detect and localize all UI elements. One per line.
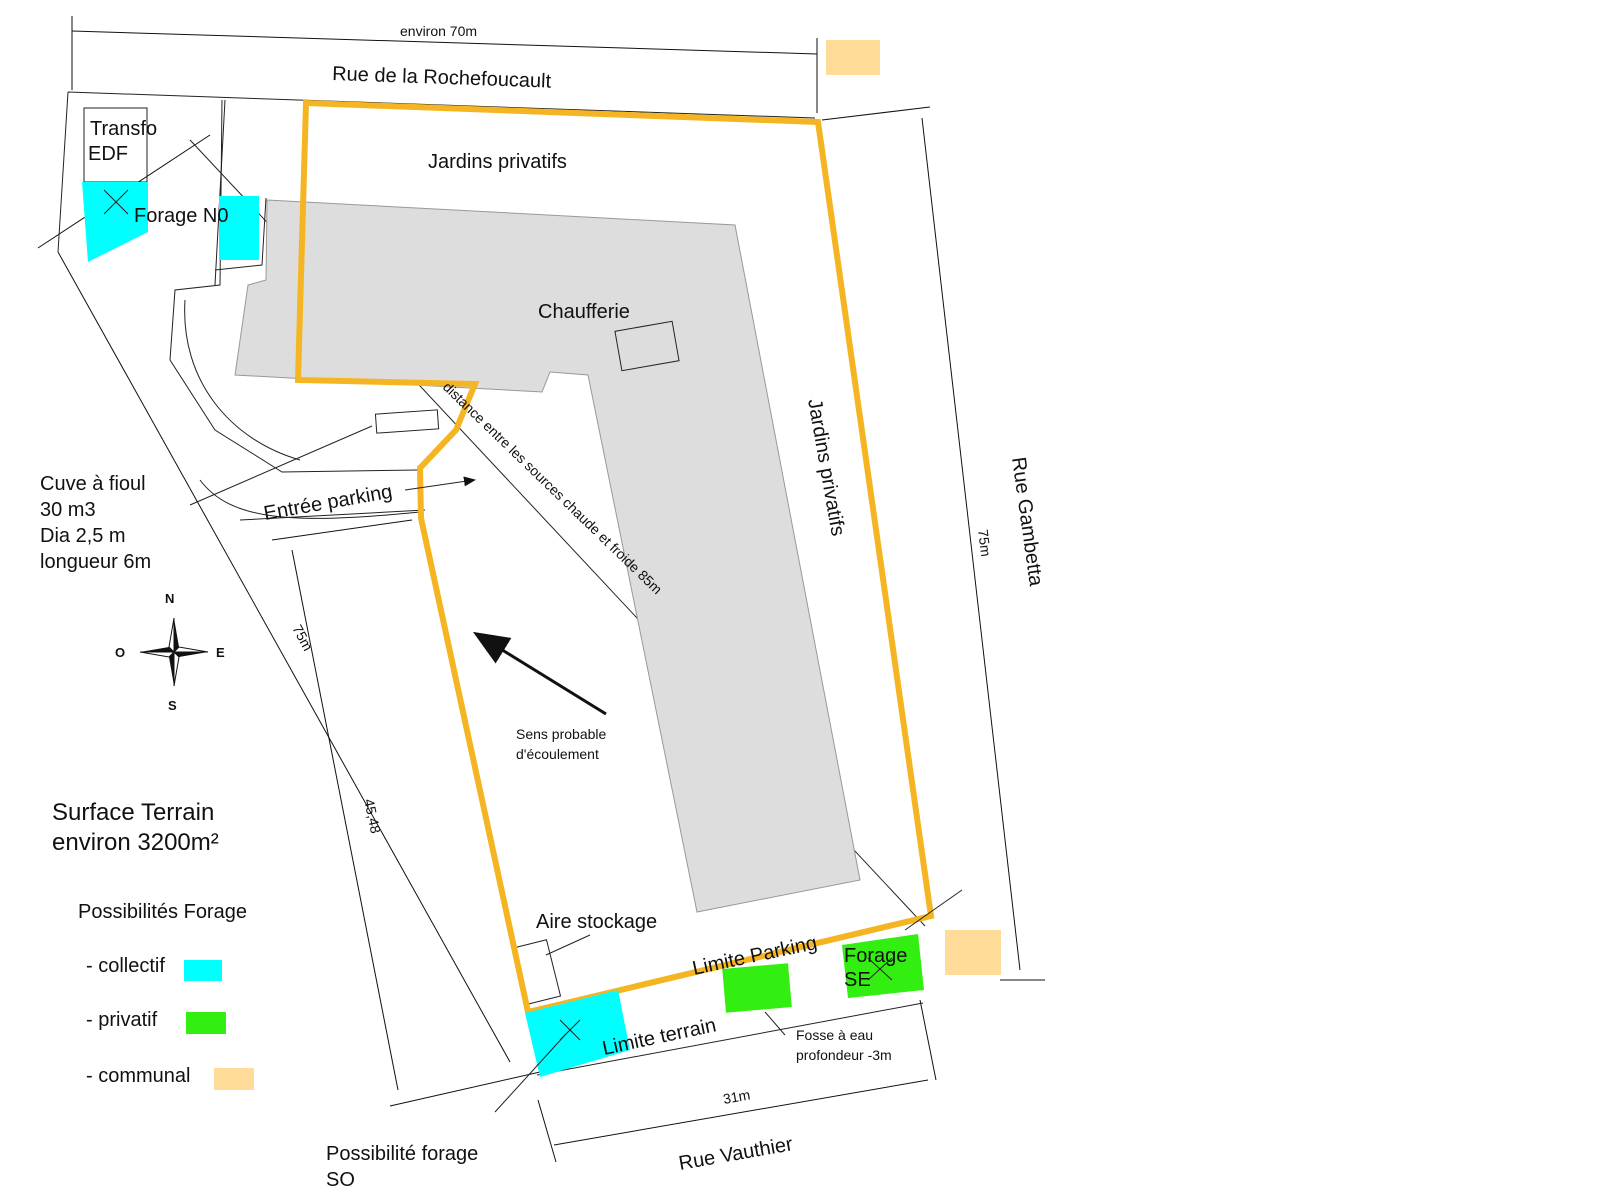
fuel-tank: [374, 409, 440, 434]
fosse-zone: [722, 963, 792, 1013]
building: [234, 199, 861, 913]
forage-se-leader: [904, 889, 963, 931]
forage-so-label-2: SO: [326, 1169, 355, 1191]
fosse-label-1: Fosse à eau: [796, 1027, 873, 1043]
cuve-label-3: Dia 2,5 m: [40, 525, 126, 547]
street-north: Rue de la Rochefoucault: [332, 63, 552, 93]
legend-swatch-collectif: [184, 960, 222, 981]
entrance-arrow: [404, 476, 476, 491]
parking-curves: [184, 299, 421, 519]
dimension-left-4548: 45,48: [271, 519, 541, 1107]
compass-rose-icon: [139, 617, 209, 687]
legend-swatch-communal: [214, 1068, 254, 1090]
dim-right-label: 75m: [975, 528, 994, 557]
storage-leader: [545, 934, 591, 956]
fuel-tank-leader: [189, 425, 373, 506]
transfo-label-2: EDF: [88, 143, 128, 165]
neighbor-notch: [214, 197, 267, 271]
communal-zone-east: [945, 930, 1001, 975]
chaufferie-label: Chaufferie: [538, 301, 630, 323]
flow-arrow: [472, 631, 607, 716]
forage-no-label: Forage N0: [134, 205, 229, 227]
legend-label-collectif: - collectif: [86, 955, 165, 977]
forage-se-mark-b: [867, 957, 893, 981]
surface-label-1: Surface Terrain: [52, 799, 214, 826]
dim-left-75-label: 75m: [289, 622, 316, 654]
forage-no-mark-b: [103, 189, 129, 215]
forage-so-zone: [525, 990, 630, 1077]
compass-n: N: [165, 591, 174, 606]
dimension-bottom: 31m: [537, 999, 937, 1163]
compass-o: O: [115, 645, 125, 660]
dim-bottom-label: 31m: [722, 1086, 752, 1106]
cuve-label-4: longueur 6m: [40, 551, 151, 573]
property-boundary: [294, 99, 935, 1016]
sens-label-1: Sens probable: [516, 726, 607, 742]
forage-no-zone: [82, 182, 148, 262]
aire-stockage-label: Aire stockage: [536, 911, 657, 933]
transfo-label-1: Transfo: [90, 118, 157, 140]
dimension-top: environ 70m: [71, 16, 818, 113]
forage-se-label-1: Forage: [844, 945, 907, 967]
cuve-label-1: Cuve à fioul: [40, 473, 146, 495]
street-south: Rue Vauthier: [677, 1133, 795, 1175]
legend-title: Possibilités Forage: [78, 901, 247, 923]
compass-s: S: [168, 698, 177, 713]
compass-e: E: [216, 645, 225, 660]
legend-swatch-privatif: [186, 1012, 226, 1034]
jardins-top-label: Jardins privatifs: [428, 151, 567, 173]
fosse-leader: [764, 1011, 786, 1036]
neighbor-outline: [57, 91, 816, 473]
legend-label-communal: - communal: [86, 1065, 190, 1087]
forage-se-label-2: SE: [844, 969, 871, 991]
chaufferie-box: [614, 320, 680, 372]
jardins-right-label: Jardins privatifs: [803, 397, 849, 538]
cuve-label-2: 30 m3: [40, 499, 96, 521]
communal-zone-north: [826, 40, 880, 75]
dimension-right: 75m: [821, 106, 1045, 981]
neighbor-divider: [214, 99, 226, 286]
dim-left-4548-label: 45,48: [361, 797, 384, 835]
collectif-zone-small: [219, 196, 259, 260]
legend-label-privatif: - privatif: [86, 1009, 158, 1031]
fosse-label-2: profondeur -3m: [796, 1047, 892, 1063]
street-east: Rue Gambetta: [1007, 456, 1047, 589]
surface-label-2: environ 3200m²: [52, 829, 219, 856]
limite-terrain-line: [536, 1002, 924, 1076]
parking-lower-line: [239, 509, 426, 521]
sens-label-2: d'écoulement: [516, 746, 599, 762]
dim-top-label: environ 70m: [400, 23, 477, 39]
forage-so-leader: [494, 1034, 566, 1113]
forage-so-label-1: Possibilité forage: [326, 1143, 478, 1165]
